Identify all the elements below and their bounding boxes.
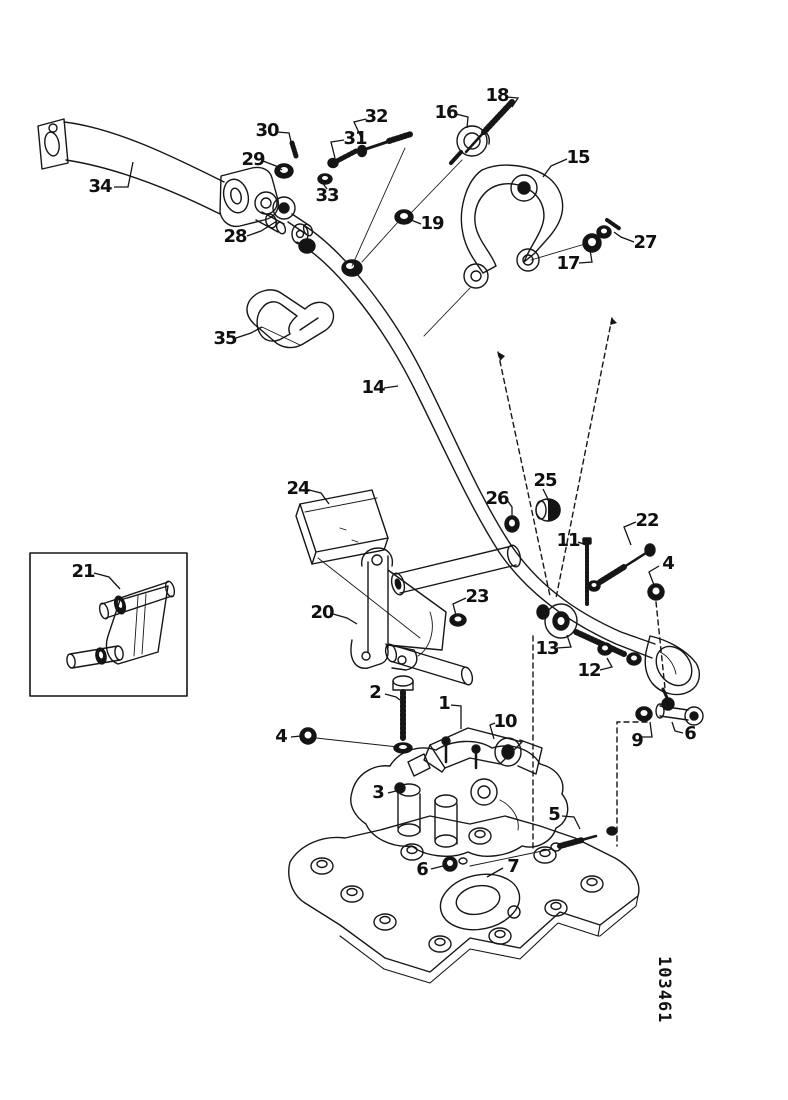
- leader-line-29: [262, 160, 283, 171]
- part-link-9-6: [635, 687, 704, 726]
- callout-22: 22: [635, 510, 659, 531]
- part-yoke-bracket: [460, 164, 564, 289]
- callout-16: 16: [434, 102, 458, 123]
- part-nuts-17-27: [530, 218, 622, 261]
- leader-line-24: [308, 489, 330, 505]
- part-track-arm: [37, 118, 287, 235]
- part-bracket-20: [350, 544, 522, 686]
- part-bracket-1-bushing-10: [407, 727, 543, 777]
- callout-2: 2: [369, 682, 381, 703]
- leader-line-17: [578, 249, 593, 264]
- callout-20: 20: [310, 602, 334, 623]
- callout-7: 7: [507, 856, 519, 877]
- leader-line-16: [455, 113, 469, 129]
- callout-28: 28: [223, 226, 247, 247]
- part-bushing-13-washers-12: [536, 603, 642, 666]
- leader-line-28: [246, 220, 278, 237]
- callout-15: 15: [566, 147, 590, 168]
- callout-1: 1: [438, 693, 450, 714]
- leader-line-5: [561, 815, 581, 830]
- callout-12: 12: [577, 660, 601, 681]
- callout-24: 24: [286, 478, 310, 499]
- part-clamp: [246, 289, 335, 349]
- leader-line-10: [489, 722, 496, 740]
- leader-line-22: [623, 521, 637, 546]
- callout-11: 11: [556, 530, 580, 551]
- leader-line-34: [114, 161, 134, 188]
- callout-17: 17: [556, 253, 580, 274]
- leader-line-4: [648, 565, 660, 586]
- leader-line-33: [321, 181, 328, 190]
- leader-line-19: [410, 219, 422, 225]
- leader-line-21: [93, 572, 121, 590]
- leader-line-9: [642, 721, 653, 738]
- leader-line-32: [353, 118, 367, 138]
- leader-line-23: [452, 597, 467, 616]
- callout-35: 35: [213, 328, 237, 349]
- leader-line-27: [613, 231, 635, 243]
- leader-line-6: [671, 721, 684, 734]
- callout-4: 4: [662, 553, 674, 574]
- leader-line-30: [276, 131, 293, 147]
- callout-21: 21: [71, 561, 95, 582]
- callout-6: 6: [684, 723, 696, 744]
- leader-line-15: [542, 158, 568, 178]
- callout-6: 6: [416, 859, 428, 880]
- part-washer-19: [394, 209, 414, 225]
- leader-line-13: [556, 634, 572, 649]
- leader-line-31: [330, 139, 345, 159]
- part-bolt-22-nut-4: [587, 543, 665, 601]
- part-washer-26-bushing-25: [504, 498, 561, 533]
- callout-18: 18: [485, 85, 509, 106]
- leader-line-2: [384, 693, 401, 701]
- part-bolt-18-stud-16: [449, 99, 515, 165]
- callout-14: 14: [361, 377, 385, 398]
- callout-32: 32: [364, 106, 388, 127]
- callout-3: 3: [372, 782, 384, 803]
- leader-line-14: [383, 385, 399, 389]
- leader-line-25: [542, 488, 550, 504]
- callout-31: 31: [343, 128, 367, 149]
- part-subframe: [288, 815, 640, 984]
- leader-line-3: [387, 790, 397, 794]
- dashed-line-arrowheads: [498, 318, 617, 361]
- inset-box-part-21: [29, 552, 188, 697]
- part-bolt-11: [582, 537, 592, 606]
- dashed-reference-lines: [497, 317, 667, 851]
- leader-line-26: [506, 499, 513, 517]
- figure-number: 103461: [654, 956, 674, 1024]
- callout-29: 29: [241, 149, 265, 170]
- callout-26: 26: [485, 488, 509, 509]
- part-housing: [350, 740, 569, 857]
- leader-line-35: [235, 326, 263, 339]
- part-bushing-cluster: [265, 140, 333, 237]
- leader-line-1: [450, 704, 462, 729]
- callout-5: 5: [548, 804, 560, 825]
- leader-line-12: [599, 657, 613, 671]
- leader-line-20: [332, 613, 358, 625]
- callout-33: 33: [315, 185, 339, 206]
- callout-10: 10: [493, 711, 517, 732]
- callout-19: 19: [420, 213, 444, 234]
- subframe-bosses: [310, 827, 604, 953]
- assembly-lines: [315, 147, 553, 867]
- leader-line-6: [430, 865, 444, 870]
- callout-23: 23: [465, 586, 489, 607]
- leader-line-7: [486, 867, 504, 878]
- leader-line-18: [506, 96, 520, 108]
- callout-25: 25: [533, 470, 557, 491]
- callout-9: 9: [631, 730, 643, 751]
- part-shield-plate: [295, 489, 389, 565]
- leader-line-4: [290, 735, 302, 738]
- callout-30: 30: [255, 120, 279, 141]
- callout-34: 34: [88, 176, 112, 197]
- callout-13: 13: [535, 638, 559, 659]
- callout-27: 27: [633, 232, 657, 253]
- callout-4: 4: [275, 726, 287, 747]
- part-bolts-31-32: [327, 131, 414, 169]
- leader-line-11: [577, 541, 587, 546]
